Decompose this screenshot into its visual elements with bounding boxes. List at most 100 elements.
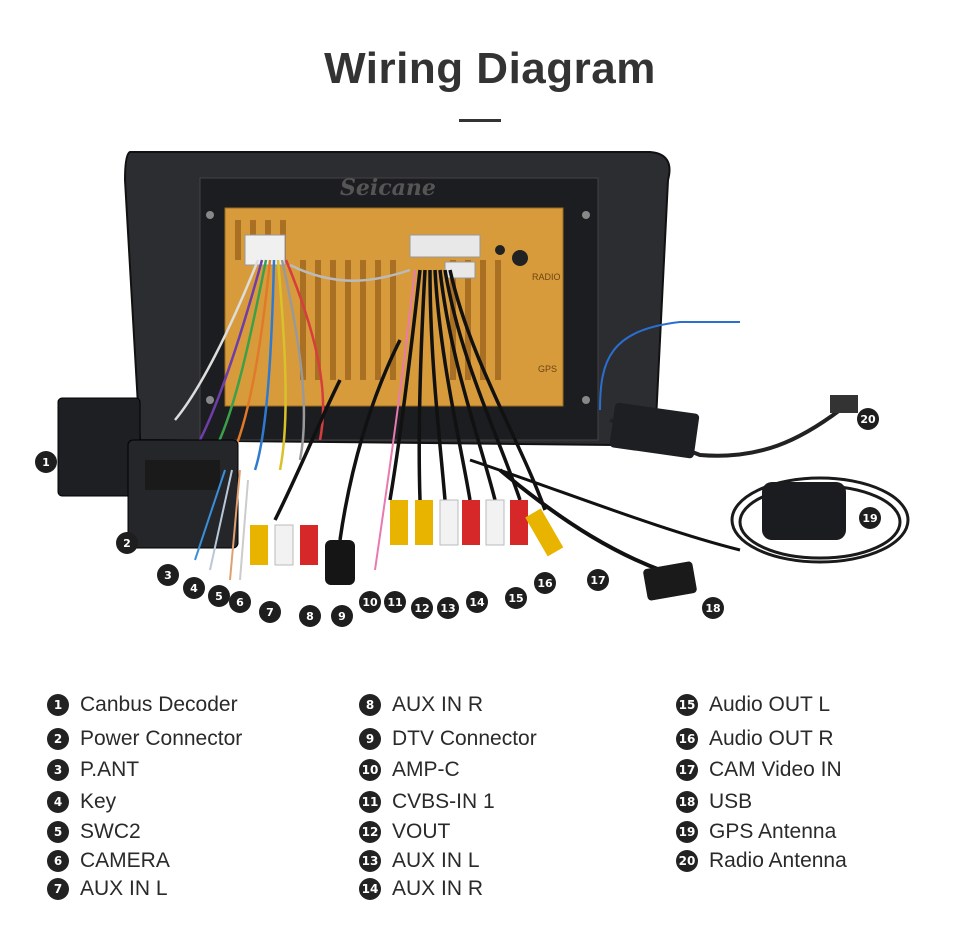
callout-6	[229, 591, 251, 613]
blue-lead	[599, 321, 740, 411]
legend-number-badge: 2	[47, 728, 69, 750]
callout-8	[299, 605, 321, 627]
legend-number-badge: 5	[47, 821, 69, 843]
antenna-socket	[495, 245, 505, 255]
legend-label: DTV Connector	[392, 727, 537, 750]
callout-1	[35, 451, 57, 473]
legend-item: 8 AUX IN R	[359, 693, 483, 717]
cam-cable	[469, 458, 741, 552]
legend-number-badge: 19	[676, 821, 698, 843]
rca-plugs	[250, 499, 564, 566]
legend-number-badge: 13	[359, 850, 381, 872]
svg-text:20: 20	[860, 413, 876, 426]
legend-label: AMP-C	[392, 758, 460, 781]
legend-number-badge: 6	[47, 850, 69, 872]
legend-number-badge: 4	[47, 791, 69, 813]
gps-cable-coil	[730, 476, 910, 564]
legend-item: 4 Key	[47, 790, 116, 814]
legend-label: P.ANT	[80, 758, 140, 781]
legend-item: 3 P.ANT	[47, 758, 139, 782]
callout-18	[702, 597, 724, 619]
callout-5	[208, 585, 230, 607]
legend-item: 13 AUX IN L	[359, 849, 480, 873]
callout-17	[587, 569, 609, 591]
svg-text:14: 14	[469, 596, 485, 609]
legend-number-badge: 16	[676, 728, 698, 750]
legend-label: USB	[709, 790, 753, 813]
svg-text:18: 18	[705, 602, 720, 615]
svg-text:16: 16	[537, 577, 553, 590]
screw	[206, 396, 214, 404]
legend-label: CAMERA	[80, 849, 170, 872]
legend-number-badge: 3	[47, 759, 69, 781]
radio-antenna-cable	[609, 408, 842, 458]
legend-number-badge: 14	[359, 878, 381, 900]
svg-text:19: 19	[862, 512, 877, 525]
svg-text:17: 17	[590, 574, 605, 587]
callout-15	[505, 587, 527, 609]
head-unit-wiring-illustration: Seicane RADIO GPS	[35, 151, 910, 627]
svg-text:12: 12	[414, 602, 429, 615]
title-underline	[459, 119, 501, 122]
callout-2	[116, 532, 138, 554]
callout-12	[411, 597, 433, 619]
legend-item: 18 USB	[676, 790, 752, 814]
power-connector	[127, 439, 239, 549]
legend-label: CVBS-IN 1	[392, 790, 495, 813]
svg-text:13: 13	[440, 602, 455, 615]
usb-cable	[498, 468, 691, 582]
legend-label: AUX IN L	[392, 849, 480, 872]
legend-label: AUX IN R	[392, 877, 484, 900]
legend-item: 5 SWC2	[47, 820, 141, 844]
dtv-connector	[325, 540, 355, 585]
screw	[206, 211, 214, 219]
svg-text:7: 7	[266, 606, 274, 619]
legend-item: 14 AUX IN R	[359, 877, 483, 901]
screw	[582, 396, 590, 404]
callout-19	[859, 507, 881, 529]
callout-14	[466, 591, 488, 613]
pink-wire	[374, 269, 416, 571]
page-title: Wiring Diagram	[324, 44, 656, 93]
legend-item: 20 Radio Antenna	[676, 849, 847, 873]
watermark-text: Seicane	[340, 175, 436, 201]
connector-block	[409, 234, 481, 258]
radio-antenna-adapter	[609, 402, 700, 459]
svg-text:1: 1	[42, 456, 50, 469]
legend-label: SWC2	[80, 820, 141, 843]
legend-number-badge: 18	[676, 791, 698, 813]
small-leads	[194, 469, 249, 581]
svg-text:3: 3	[164, 569, 172, 582]
gps-antenna	[762, 482, 846, 540]
legend-number-badge: 1	[47, 694, 69, 716]
callout-20	[857, 408, 879, 430]
antenna-socket	[512, 250, 528, 266]
callout-markers	[35, 408, 881, 627]
legend-label: Radio Antenna	[709, 849, 847, 872]
svg-text:10: 10	[362, 596, 378, 609]
callout-10	[359, 591, 381, 613]
legend-item: 1 Canbus Decoder	[47, 693, 238, 717]
legend-label: Audio OUT L	[709, 693, 831, 716]
legend-label: Key	[80, 790, 117, 813]
svg-text:8: 8	[306, 610, 314, 623]
legend-number-badge: 8	[359, 694, 381, 716]
chassis-label: GPS	[538, 364, 557, 374]
legend-number-badge: 20	[676, 850, 698, 872]
screw	[582, 211, 590, 219]
legend-label: Canbus Decoder	[80, 693, 238, 716]
legend-label: AUX IN L	[80, 877, 168, 900]
legend-number-badge: 17	[676, 759, 698, 781]
legend-label: AUX IN R	[392, 693, 484, 716]
radio-antenna-plug	[830, 395, 858, 413]
callout-9	[331, 605, 353, 627]
callout-11	[384, 591, 406, 613]
usb-plug	[643, 561, 697, 601]
